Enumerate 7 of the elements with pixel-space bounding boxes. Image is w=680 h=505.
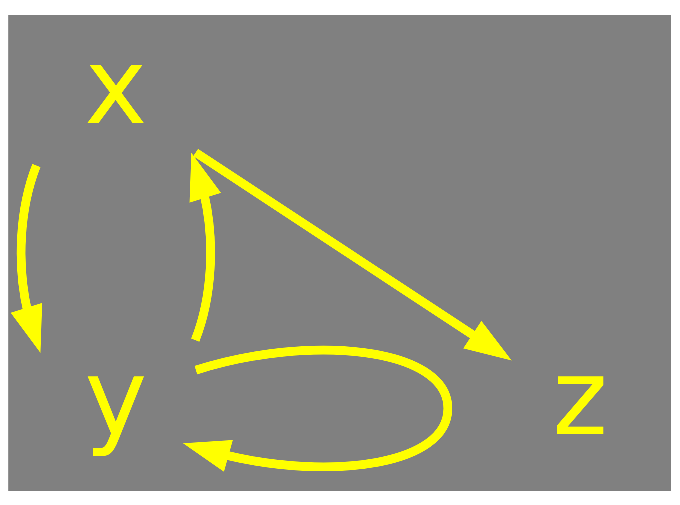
arrow (190, 152, 222, 342)
node-text: z (552, 336, 608, 460)
arrow (193, 148, 512, 360)
arrow (10, 164, 42, 353)
node-text: y (84, 336, 148, 460)
arrow (183, 346, 453, 472)
node-text: x (84, 24, 148, 148)
